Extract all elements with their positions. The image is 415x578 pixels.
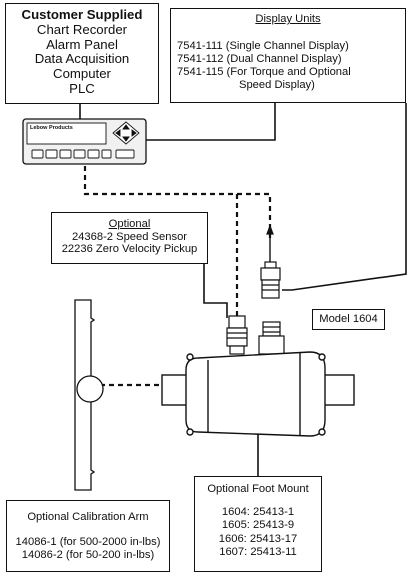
display-units-title: Display Units [255, 13, 321, 25]
torque-cable-plug [260, 224, 281, 299]
calibration-arm [74, 299, 104, 491]
optional-sensor-box: Optional 24368-2 Speed Sensor 22236 Zero… [51, 212, 208, 264]
foot-mount-title: Optional Foot Mount [207, 483, 309, 495]
customer-item: PLC [69, 80, 95, 96]
speed-signal-cable [83, 166, 239, 316]
calibration-arm-item: 14086-1 (for 500-2000 in-lbs) [15, 536, 161, 549]
customer-supplied-box: Customer Supplied Chart Recorder Alarm P… [5, 3, 159, 104]
torque-cable [282, 103, 407, 291]
display-unit-item: 7541-111 (Single Channel Display) [177, 39, 349, 52]
customer-item: Computer [53, 66, 111, 82]
foot-mount-item: 1606: 25413-17 [218, 532, 298, 545]
customer-item: Data Acquisition [34, 51, 130, 67]
panel-buttons [31, 149, 135, 159]
display-unit-item: 7541-115 (For Torque and Optional [177, 65, 351, 78]
speed-signal-branch [237, 192, 272, 240]
display-unit-item: 7541-112 (Dual Channel Display) [177, 52, 342, 65]
torque-transducer [161, 351, 355, 437]
customer-item: Alarm Panel [46, 36, 118, 52]
optional-sensor-item: 22236 Zero Velocity Pickup [61, 243, 198, 256]
optional-sensor-item: 24368-2 Speed Sensor [71, 230, 188, 243]
display-units-link-line [146, 103, 276, 141]
calibration-arm-box: Optional Calibration Arm 14086-1 (for 50… [6, 500, 170, 572]
display-panel-device: Lebow Products [22, 118, 147, 165]
foot-mount-item: 1605: 25413-9 [221, 519, 295, 532]
model-label: Model 1604 [319, 313, 378, 325]
foot-mount-box: Optional Foot Mount 1604: 25413-1 1605: … [194, 476, 322, 572]
display-unit-item: Speed Display) [239, 78, 315, 91]
foot-mount-item: 1607: 25413-11 [219, 545, 297, 558]
display-units-box: Display Units 7541-111 (Single Channel D… [170, 8, 406, 103]
torque-connector [258, 321, 285, 355]
customer-supplied-title: Customer Supplied [21, 7, 143, 22]
calibration-arm-title: Optional Calibration Arm [27, 511, 149, 523]
foot-mount-item: 1604: 25413-1 [221, 506, 295, 519]
calibration-arm-item: 14086-2 (for 50-200 in-lbs) [21, 549, 155, 562]
optional-link-line [203, 264, 228, 318]
speed-sensor [226, 315, 248, 355]
customer-item: Chart Recorder [36, 21, 128, 37]
model-label-box: Model 1604 [312, 309, 385, 330]
panel-arrow-keys [112, 121, 140, 145]
optional-sensor-title: Optional [108, 218, 151, 230]
display-panel-brand: Lebow Products [30, 125, 73, 131]
